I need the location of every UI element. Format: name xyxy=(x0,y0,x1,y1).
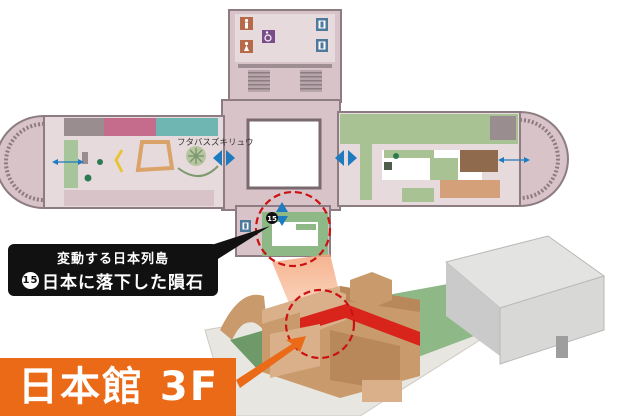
double-arrow-icon xyxy=(52,150,530,226)
callout-title: 日本に落下した隕石 xyxy=(42,273,204,293)
callout-subtitle: 変動する日本列島 xyxy=(56,252,169,267)
futabasuzukiryu-label: フタバスズキリュウ xyxy=(177,137,254,148)
man-icon xyxy=(240,17,253,30)
callout-title-row: 15 日本に落下した隕石 xyxy=(8,268,218,293)
wheelchair-icon xyxy=(262,30,275,43)
central-hall xyxy=(221,99,341,211)
map-highlight-ring xyxy=(254,190,332,268)
building-highlight-ring xyxy=(284,288,356,360)
exhibit-callout: 変動する日本列島 15 日本に落下した隕石 xyxy=(8,244,218,296)
west-wing xyxy=(0,114,225,210)
east-wing xyxy=(337,110,569,208)
exhibit-marker-15[interactable]: 15 xyxy=(266,212,278,224)
pointer-arrow xyxy=(236,336,306,388)
woman-icon xyxy=(240,40,253,53)
elevator-icon xyxy=(316,39,328,52)
callout-number-badge: 15 xyxy=(22,272,39,289)
elevator-icon xyxy=(240,220,251,232)
elevator-icon xyxy=(316,18,328,31)
floor-title-banner: 日本館 3F xyxy=(0,358,236,416)
svg-text:15: 15 xyxy=(267,215,277,223)
gray-building xyxy=(444,235,606,365)
